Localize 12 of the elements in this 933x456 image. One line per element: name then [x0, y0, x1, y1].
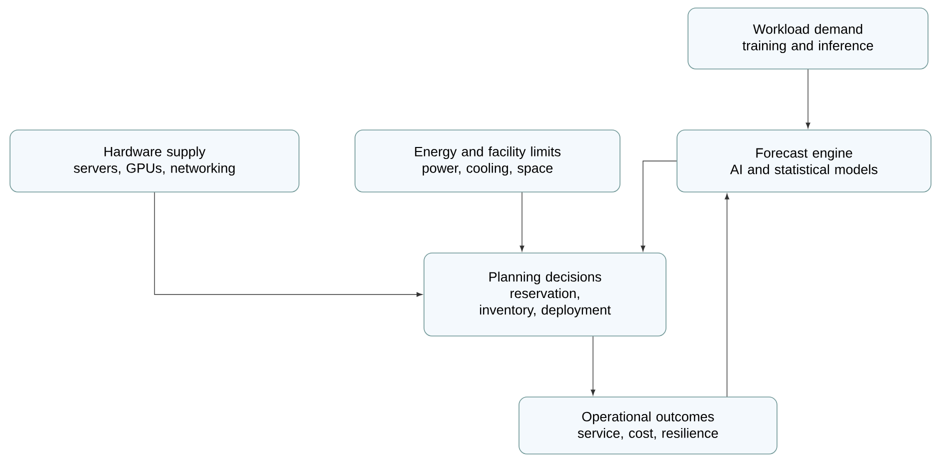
process-box: Energy and facility limits power, cooling, space — [354, 130, 620, 192]
process-box: Planning decisions reservation, inventory, deployment — [424, 252, 666, 336]
process-box: Workload demand training and inference — [688, 8, 928, 70]
process-box: Operational outcomes service, cost, resilience — [518, 396, 778, 454]
arrow — [724, 194, 730, 397]
process-box: Forecast engine AI and statistical models — [676, 130, 932, 192]
process-box: Hardware supply servers, GPUs, networking — [10, 130, 300, 192]
arrow — [806, 69, 810, 128]
arrow — [590, 336, 596, 396]
arrow — [640, 160, 677, 252]
arrow — [520, 192, 524, 252]
arrow — [154, 192, 422, 297]
